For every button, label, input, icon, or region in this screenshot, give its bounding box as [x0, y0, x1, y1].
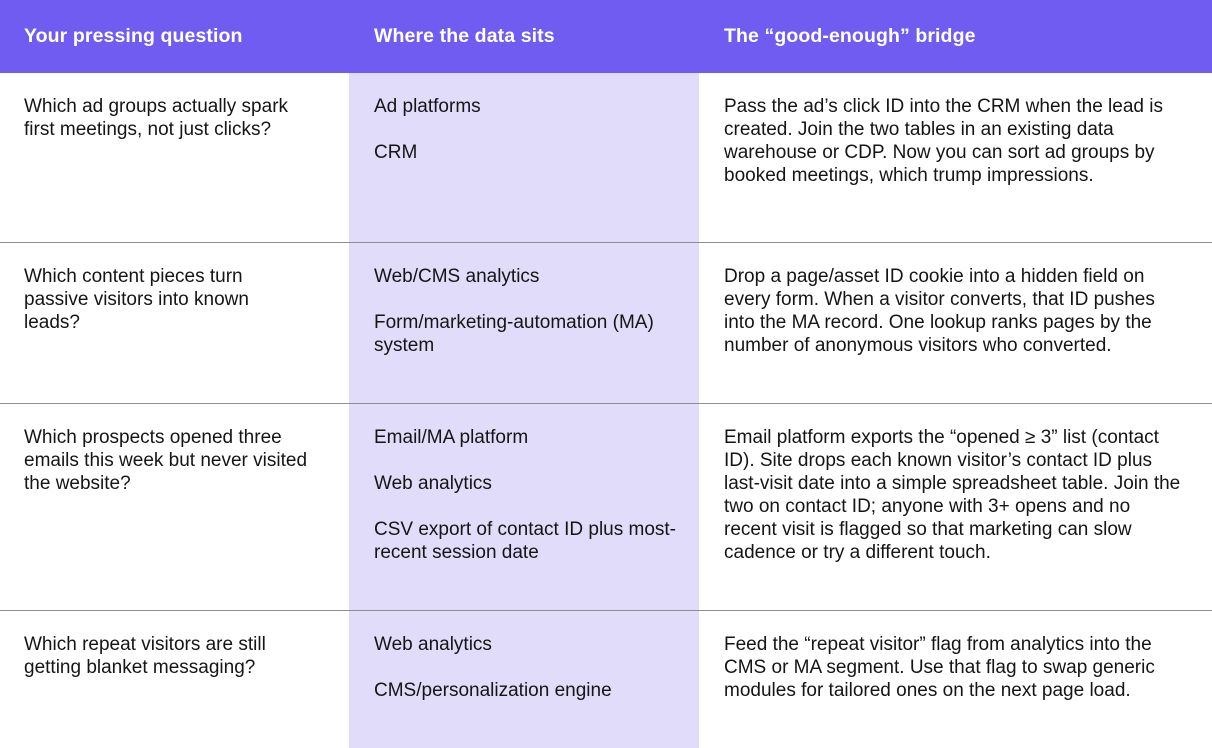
bridge-text: Feed the “repeat visitor” flag from anal…	[724, 634, 1155, 701]
table-row: Which repeat visitors are still getting …	[0, 610, 1212, 748]
source-item: Web analytics	[374, 634, 492, 655]
bridge-cell: Feed the “repeat visitor” flag from anal…	[699, 611, 1212, 748]
source-item: Ad platforms	[374, 96, 481, 117]
table-row: Which ad groups actually spark first mee…	[0, 73, 1212, 242]
bridge-cell: Email platform exports the “opened ≥ 3” …	[699, 404, 1212, 610]
sources-cell: Ad platforms CRM	[349, 73, 699, 242]
table-row: Which content pieces turn passive visito…	[0, 242, 1212, 403]
table-row: Which prospects opened three emails this…	[0, 403, 1212, 610]
bridge-text: Pass the ad’s click ID into the CRM when…	[724, 96, 1163, 186]
source-item: Web analytics	[374, 473, 492, 494]
sources-cell: Email/MA platform Web analytics CSV expo…	[349, 404, 699, 610]
source-item: Email/MA platform	[374, 427, 529, 448]
column-header-question: Your pressing question	[24, 25, 243, 47]
source-item: CMS/personalization engine	[374, 680, 612, 701]
bridge-cell: Pass the ad’s click ID into the CRM when…	[699, 73, 1212, 242]
sources-cell: Web analytics CMS/personalization engine	[349, 611, 699, 748]
question-cell: Which ad groups actually spark first mee…	[24, 96, 289, 140]
sources-cell: Web/CMS analytics Form/marketing-automat…	[349, 243, 699, 403]
question-cell: Which repeat visitors are still getting …	[24, 634, 266, 678]
bridge-cell: Drop a page/asset ID cookie into a hidde…	[699, 243, 1212, 403]
bridge-text: Email platform exports the “opened ≥ 3” …	[724, 427, 1181, 563]
table-header-row: Your pressing question Where the data si…	[0, 0, 1212, 73]
question-cell: Which content pieces turn passive visito…	[24, 266, 249, 333]
source-item: Web/CMS analytics	[374, 266, 540, 287]
column-header-bridge: The “good-enough” bridge	[724, 25, 976, 47]
question-cell: Which prospects opened three emails this…	[24, 427, 308, 494]
source-item: CRM	[374, 142, 418, 163]
source-item: CSV export of contact ID plus most-recen…	[374, 519, 677, 563]
column-header-data-location: Where the data sits	[374, 25, 555, 47]
bridge-text: Drop a page/asset ID cookie into a hidde…	[724, 266, 1155, 356]
source-item: Form/marketing-automation (MA) system	[374, 312, 654, 356]
